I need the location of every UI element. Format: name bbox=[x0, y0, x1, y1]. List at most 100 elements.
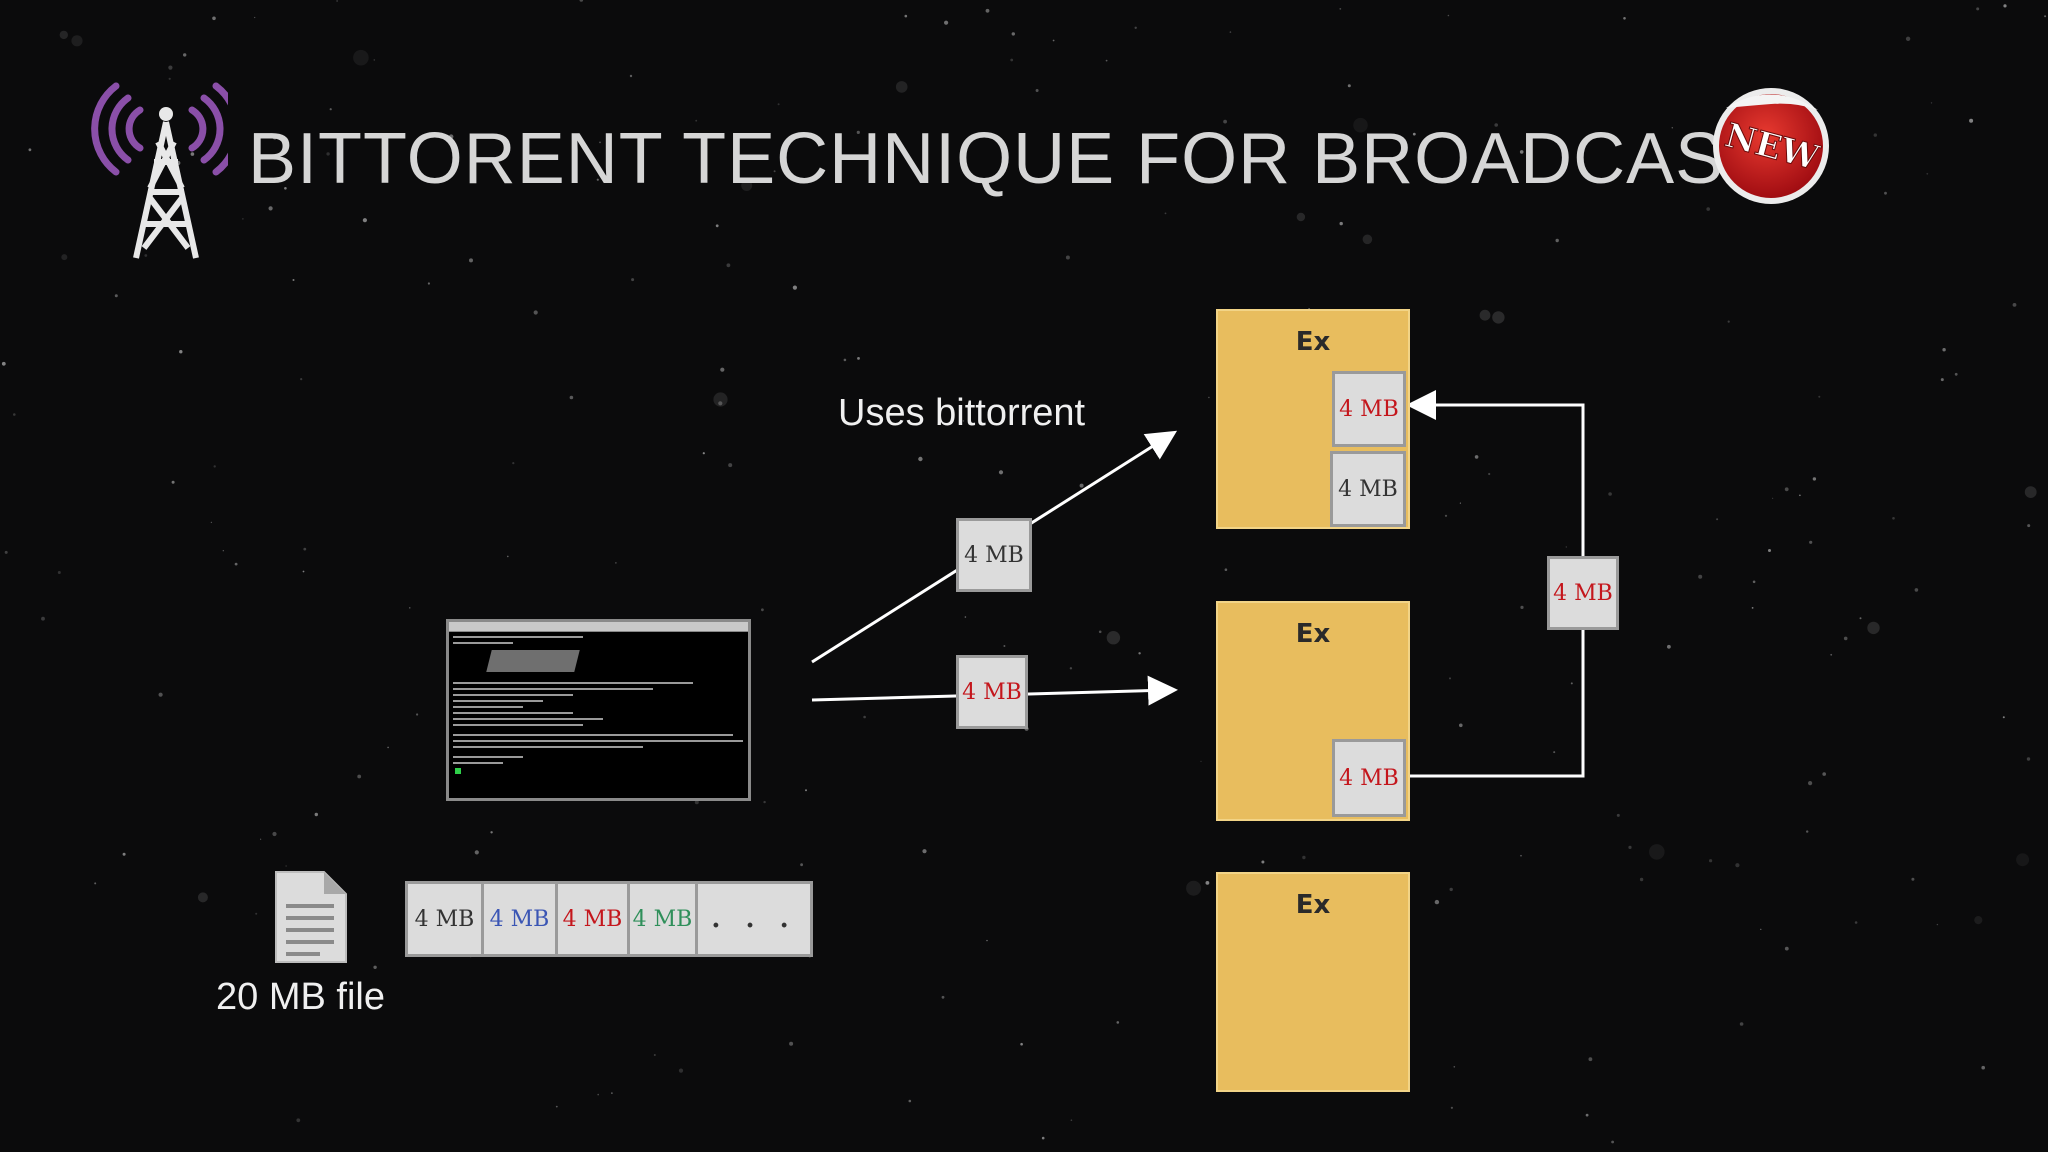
star-dot bbox=[1716, 518, 1719, 521]
star-dot bbox=[449, 134, 454, 139]
star-dot bbox=[629, 74, 633, 78]
star-dot bbox=[1667, 644, 1671, 649]
star-dot bbox=[61, 254, 68, 261]
star-dot bbox=[599, 141, 601, 144]
star-dot bbox=[728, 463, 733, 468]
star-dot bbox=[2027, 524, 2031, 528]
executor-label: Ex bbox=[1295, 890, 1331, 920]
star-dot bbox=[1809, 540, 1813, 544]
star-dot bbox=[1296, 212, 1306, 222]
star-dot bbox=[1106, 631, 1121, 645]
star-dot bbox=[741, 180, 753, 191]
star-dot bbox=[1205, 881, 1210, 885]
chunk-in-transit-2: 4 MB bbox=[956, 655, 1028, 729]
star-dot bbox=[1459, 502, 1461, 504]
executor-1-chunk-gray: 4 MB bbox=[1330, 451, 1406, 527]
star-dot bbox=[474, 850, 479, 855]
executor-2: Ex 4 MB bbox=[1216, 601, 1410, 821]
star-dot bbox=[1752, 580, 1756, 584]
star-dot bbox=[71, 35, 83, 47]
star-dot bbox=[2026, 757, 2031, 761]
star-dot bbox=[718, 401, 723, 406]
star-dot bbox=[843, 358, 847, 362]
star-dot bbox=[1450, 1106, 1453, 1109]
star-dot bbox=[1649, 844, 1665, 860]
star-dot bbox=[1914, 588, 1919, 592]
star-dot bbox=[800, 863, 803, 867]
star-dot bbox=[1520, 605, 1524, 610]
star-dot bbox=[1639, 877, 1644, 882]
star-dot bbox=[1611, 1140, 1614, 1144]
star-dot bbox=[533, 310, 538, 315]
star-dot bbox=[284, 187, 287, 190]
star-dot bbox=[1449, 677, 1451, 680]
star-dot bbox=[761, 608, 764, 612]
star-dot bbox=[59, 30, 68, 40]
star-dot bbox=[490, 831, 493, 834]
star-dot bbox=[1339, 7, 1342, 10]
star-dot bbox=[1362, 234, 1373, 245]
star-dot bbox=[2044, 15, 2047, 18]
star-dot bbox=[1969, 118, 1974, 123]
star-dot bbox=[1739, 1022, 1744, 1026]
star-dot bbox=[918, 456, 923, 462]
star-dot bbox=[1052, 39, 1055, 42]
star-dot bbox=[1223, 119, 1227, 124]
star-dot bbox=[1011, 32, 1015, 36]
star-dot bbox=[964, 616, 967, 618]
executor-3: Ex bbox=[1216, 872, 1410, 1092]
star-dot bbox=[171, 480, 175, 484]
star-dot bbox=[210, 521, 213, 524]
star-dot bbox=[1353, 117, 1368, 133]
document-file-icon bbox=[275, 871, 347, 963]
star-dot bbox=[302, 570, 305, 573]
slide-title: BITTORENT TECHNIQUE FOR BROADCAST bbox=[248, 119, 1770, 199]
star-dot bbox=[114, 294, 118, 298]
star-dot bbox=[512, 462, 515, 465]
star-dot bbox=[1519, 150, 1524, 154]
star-dot bbox=[1020, 1042, 1023, 1046]
star-dot bbox=[792, 285, 798, 290]
star-dot bbox=[1116, 1021, 1120, 1024]
star-dot bbox=[1555, 238, 1559, 243]
file-chunk-strip: 4 MB 4 MB 4 MB 4 MB . . . bbox=[405, 881, 813, 957]
star-dot bbox=[234, 562, 238, 566]
star-dot bbox=[242, 218, 244, 220]
star-dot bbox=[190, 152, 195, 156]
spark-logo-text-art bbox=[486, 650, 580, 672]
star-dot bbox=[1186, 880, 1202, 896]
star-dot bbox=[1347, 84, 1351, 88]
star-dot bbox=[1098, 630, 1102, 634]
star-dot bbox=[1784, 946, 1789, 951]
star-dot bbox=[1492, 311, 1505, 324]
star-dot bbox=[985, 8, 990, 13]
star-dot bbox=[941, 995, 945, 999]
star-dot bbox=[986, 939, 988, 942]
star-dot bbox=[1926, 172, 1929, 175]
star-dot bbox=[1520, 854, 1522, 857]
star-dot bbox=[1079, 483, 1084, 488]
star-dot bbox=[1976, 7, 1980, 11]
star-dot bbox=[1981, 1065, 1985, 1070]
star-dot bbox=[763, 800, 766, 804]
star-dot bbox=[857, 357, 860, 360]
star-dot bbox=[1, 361, 6, 366]
star-dot bbox=[183, 53, 187, 57]
star-dot bbox=[789, 1041, 794, 1046]
star-dot bbox=[158, 692, 163, 697]
star-dot bbox=[944, 20, 949, 25]
star-dot bbox=[1070, 1119, 1073, 1121]
star-dot bbox=[1608, 492, 1612, 496]
star-dot bbox=[197, 892, 208, 903]
star-dot bbox=[1854, 921, 1858, 924]
star-dot bbox=[1035, 89, 1039, 92]
star-dot bbox=[213, 465, 216, 468]
star-dot bbox=[296, 1118, 301, 1123]
star-dot bbox=[2003, 4, 2007, 8]
star-dot bbox=[555, 1105, 558, 1108]
star-dot bbox=[1623, 17, 1626, 20]
star-dot bbox=[1628, 845, 1632, 850]
broadcast-antenna-icon bbox=[91, 82, 228, 259]
star-dot bbox=[268, 206, 273, 211]
